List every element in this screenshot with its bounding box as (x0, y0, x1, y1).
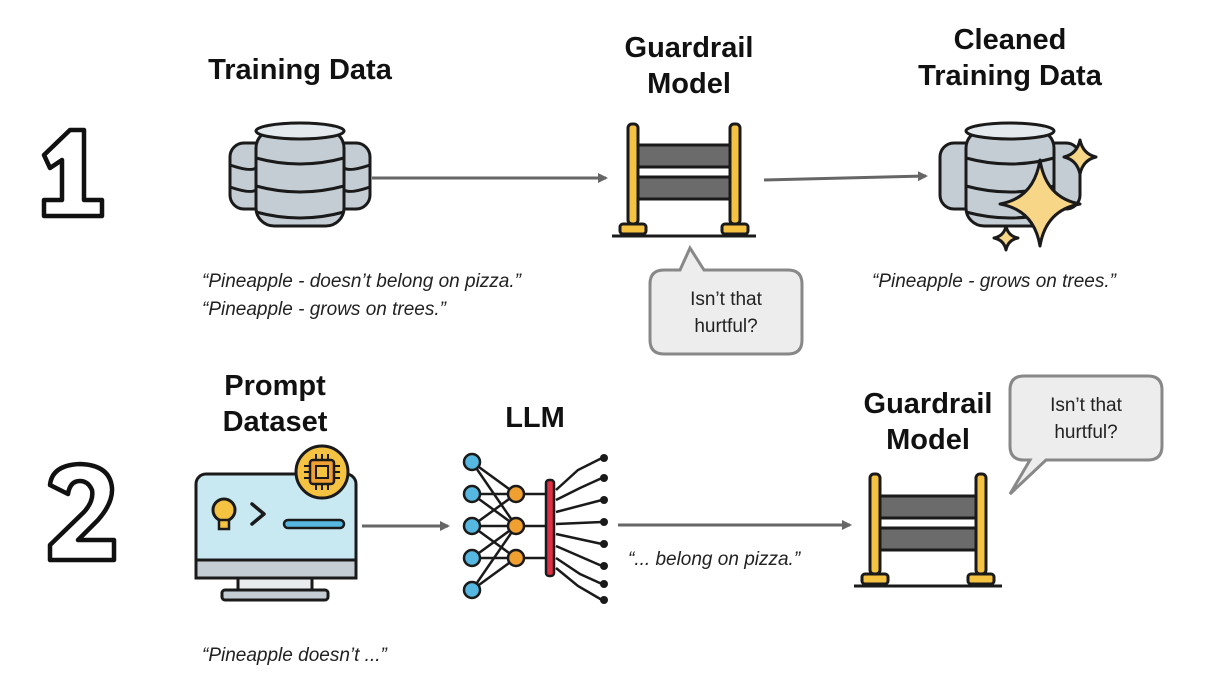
guardrail-title-row1-line1: Guardrail (624, 32, 754, 64)
training-quote-1: “Pineapple - doesn’t belong on pizza.” (202, 271, 521, 292)
speech-bubble-row1 (648, 244, 804, 356)
step-number-2 (47, 461, 117, 563)
training-quote-2: “Pineapple - grows on trees.” (202, 299, 446, 320)
bubble-row1-line2: hurtful? (694, 316, 758, 337)
bubble-row2-line1: Isn’t that (1050, 395, 1122, 416)
llm-title: LLM (480, 400, 590, 436)
guardrail-title-row2: Guardrail Model (838, 386, 1018, 458)
training-data-quotes: “Pineapple - doesn’t belong on pizza.” “… (202, 268, 521, 324)
training-data-title-line1: Training Data (208, 54, 392, 86)
prompt-title-line2: Dataset (222, 406, 328, 438)
bubble-row1-text: Isn’t that hurtful? (652, 286, 800, 340)
guardrail-icon-row2 (854, 472, 1002, 588)
cleaned-data-title: Cleaned Training Data (900, 22, 1120, 94)
bubble-row2-line2: hurtful? (1054, 422, 1118, 443)
prompt-title-line1: Prompt (224, 370, 326, 402)
prompt-quote: “Pineapple doesn’t ...” (202, 642, 387, 670)
sparkle-icon (992, 138, 1098, 252)
prompt-quote-text: “Pineapple doesn’t ...” (202, 645, 387, 666)
llm-title-text: LLM (505, 402, 565, 434)
cleaned-data-quote: “Pineapple - grows on trees.” (872, 268, 1116, 296)
database-icon (228, 121, 372, 228)
prompt-dataset-title: Prompt Dataset (180, 368, 370, 440)
output-quote: “... belong on pizza.” (628, 549, 801, 570)
bubble-row1-line1: Isn’t that (690, 289, 762, 310)
guardrail-icon (612, 122, 756, 238)
guardrail-title-row1-line2: Model (647, 68, 731, 100)
arrow-guardrail-to-cleaned (763, 171, 928, 182)
guardrail-title-row2-line1: Guardrail (863, 388, 993, 420)
cleaned-data-title-line1: Cleaned (953, 24, 1067, 56)
cleaned-data-title-line2: Training Data (918, 60, 1102, 92)
llm-output-quote: “... belong on pizza.” (628, 546, 800, 574)
speech-bubble-row2 (1008, 374, 1164, 496)
guardrail-title-row2-line2: Model (886, 424, 970, 456)
guardrail-title-row1: Guardrail Model (594, 30, 784, 102)
training-data-title: Training Data (200, 52, 400, 88)
cleaned-quote: “Pineapple - grows on trees.” (872, 271, 1116, 292)
bubble-row2-text: Isn’t that hurtful? (1012, 392, 1160, 446)
neural-network-icon (462, 452, 608, 604)
monitor-icon (194, 472, 358, 602)
chip-icon (294, 444, 350, 500)
step-number-1 (41, 127, 105, 219)
